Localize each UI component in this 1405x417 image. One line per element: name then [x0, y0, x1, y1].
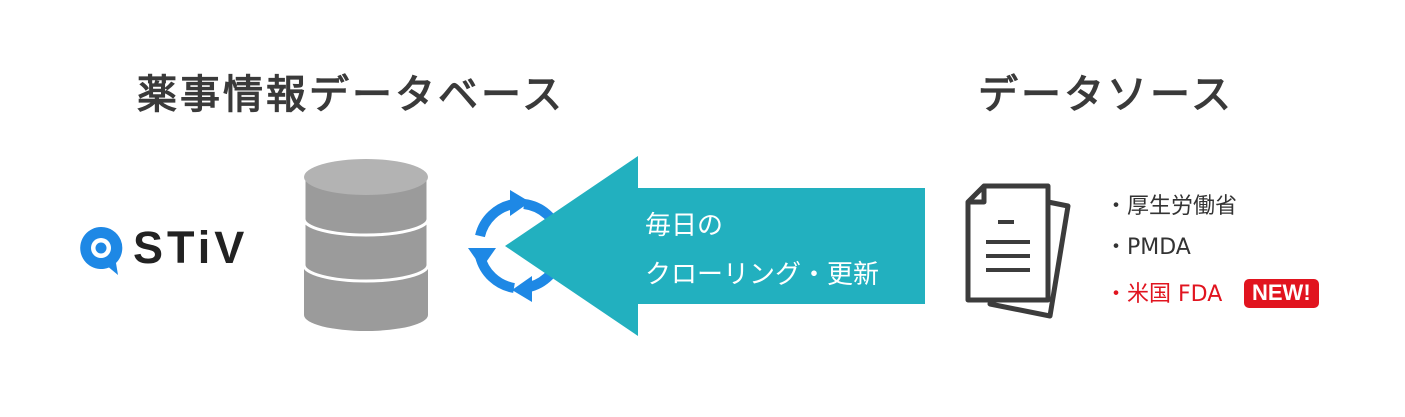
crawling-arrow [505, 156, 925, 336]
source-item-fda: ・米国 FDA [1105, 282, 1223, 307]
source-item: ・厚生労働省 [1105, 194, 1238, 219]
logo-text: STiV [133, 222, 249, 273]
database-icon [302, 159, 430, 331]
source-item: ・PMDA [1105, 235, 1191, 260]
datasource-heading: データソース [978, 72, 1234, 118]
new-badge: NEW! [1244, 279, 1319, 308]
database-heading: 薬事情報データベース [137, 72, 565, 118]
stiv-logo: STiV [76, 223, 276, 283]
arrow-text-line2: クローリング・更新 [645, 260, 880, 290]
arrow-text-line1: 毎日の [645, 211, 724, 241]
speech-bubble-icon [80, 226, 123, 275]
document-icon [965, 183, 1071, 319]
